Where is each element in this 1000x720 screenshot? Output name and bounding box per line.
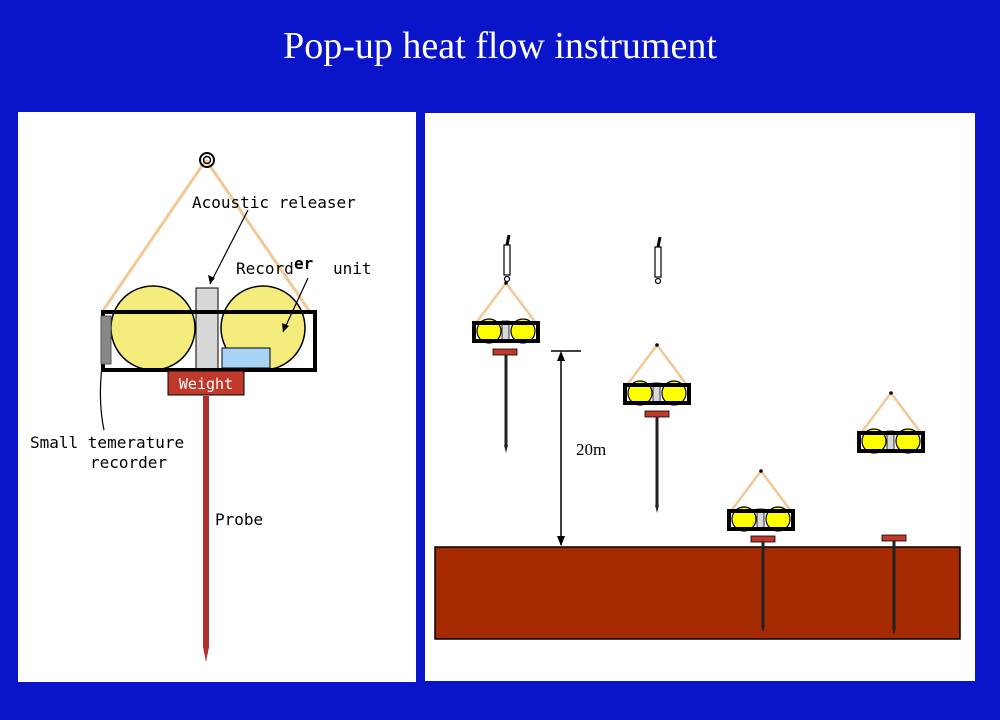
- acoustic-releaser-label: Acoustic releaser: [192, 193, 356, 212]
- weight-label: Weight: [179, 375, 233, 393]
- callout-small-recorder: [99, 365, 105, 431]
- rope-right: [204, 159, 312, 313]
- distance-label: 20m: [576, 440, 606, 459]
- stage-1-descending: [472, 233, 540, 453]
- acoustic-releaser: [195, 287, 219, 371]
- recorder-unit-label-overlay: er: [294, 254, 313, 273]
- page-title: Pop-up heat flow instrument: [283, 25, 717, 67]
- recorder-box: [221, 347, 271, 369]
- recorder-unit-label-suffix: unit: [333, 259, 372, 278]
- float-left: [110, 285, 196, 371]
- probe-label: Probe: [215, 510, 263, 529]
- instrument-detail-diagram: Weight Acoustic releaser Record er unit …: [30, 152, 372, 662]
- deployment-sequence-diagram: 20m: [434, 233, 961, 640]
- callout-releaser: [209, 209, 249, 285]
- stage-4-pop-up: [857, 389, 925, 635]
- rope-left: [100, 159, 208, 313]
- ring-icon: [199, 152, 215, 168]
- seafloor: [434, 546, 961, 640]
- weight-block: [167, 370, 245, 396]
- deployment-sequence-panel: 20m: [425, 113, 975, 681]
- callout-recorder: [282, 277, 309, 333]
- recorder-unit-label-prefix: Record: [236, 259, 294, 278]
- small-temp-label-line2: recorder: [90, 453, 167, 472]
- small-temperature-recorder: [100, 315, 112, 365]
- instrument-detail-panel: Weight Acoustic releaser Record er unit …: [18, 112, 416, 682]
- small-temp-label-line1: Small temerature: [30, 433, 184, 452]
- stage-2-separated: [623, 235, 691, 513]
- stage-3-inserted: [727, 467, 795, 633]
